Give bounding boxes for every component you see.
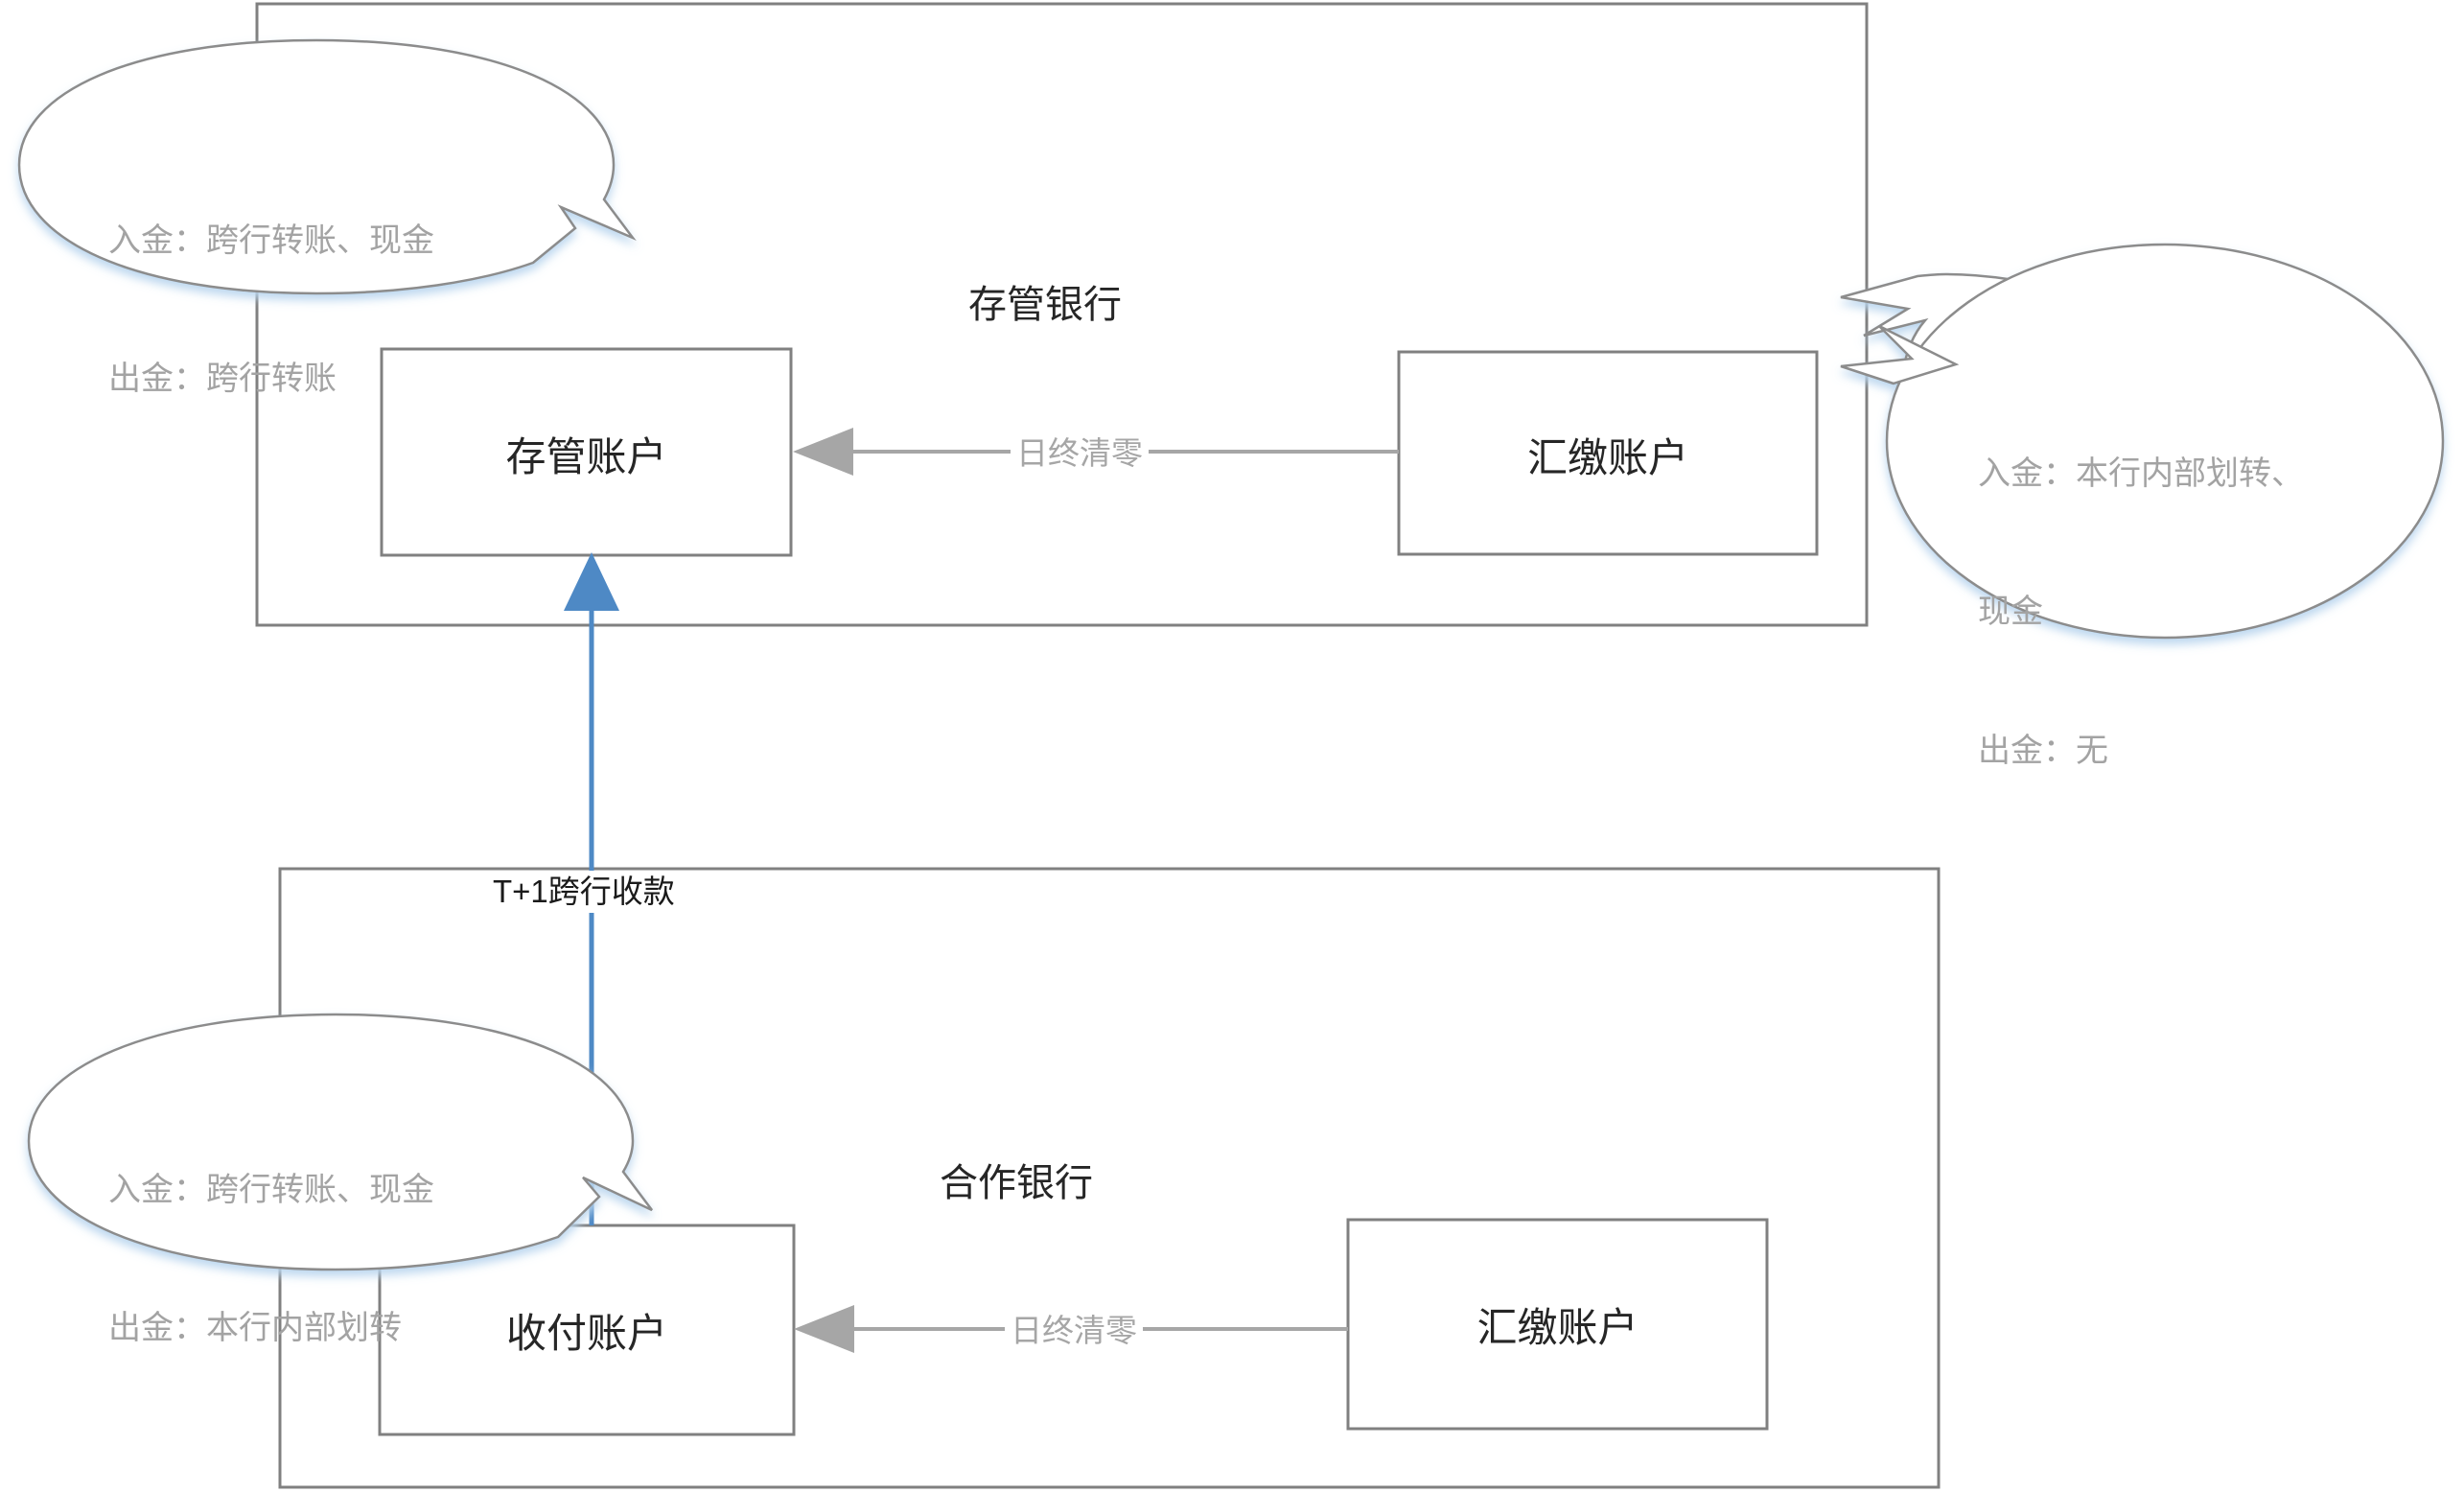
callout-line: 出金：无 (1978, 733, 2108, 770)
node-label-custodian-account: 存管账户 (505, 434, 667, 479)
callout-text-collection-account-top: 入金：本行内部划转、 现金 出金：无 (1978, 358, 2352, 867)
callout-line: 入金：跨行转账、现金 (108, 221, 434, 259)
callout-line: 入金：本行内部划转、 (1978, 455, 2304, 492)
callout-text-receipt-payment-account: 入金：跨行转账、现金 出金：本行内部划转 (108, 1074, 578, 1444)
callout-receipt-payment-account (27, 1013, 653, 1271)
node-label-collection-account-top: 汇缴账户 (1526, 435, 1688, 480)
edge-label-settle-to-zero-top: 日终清零 (1011, 432, 1149, 475)
callout-line: 出金：跨行转账 (108, 361, 337, 398)
node-label-receipt-payment-account: 收付账户 (505, 1311, 667, 1356)
node-label-collection-account-bottom: 汇缴账户 (1476, 1305, 1639, 1350)
callout-collection-account-top (1840, 243, 2445, 640)
group-title-custodian-bank: 存管银行 (968, 284, 1122, 326)
node-box-collection-account-bottom[interactable] (1346, 1218, 1769, 1431)
callout-line: 现金 (1978, 594, 2043, 631)
node-box-custodian-account[interactable] (380, 347, 793, 557)
group-container-custodian-bank (255, 2, 1869, 627)
edge-label-settle-to-zero-bottom: 日终清零 (1005, 1310, 1143, 1352)
callout-text-custodian-account: 入金：跨行转账、现金 出金：跨行转账 (108, 125, 559, 495)
edge-label-t-plus-1-transfer: T+1跨行收款 (487, 871, 681, 913)
group-title-partner-bank: 合作银行 (940, 1162, 1093, 1204)
callout-line: 出金：本行内部划转 (108, 1310, 402, 1347)
callout-line: 入金：跨行转账、现金 (108, 1171, 434, 1208)
callout-custodian-account (17, 38, 637, 295)
